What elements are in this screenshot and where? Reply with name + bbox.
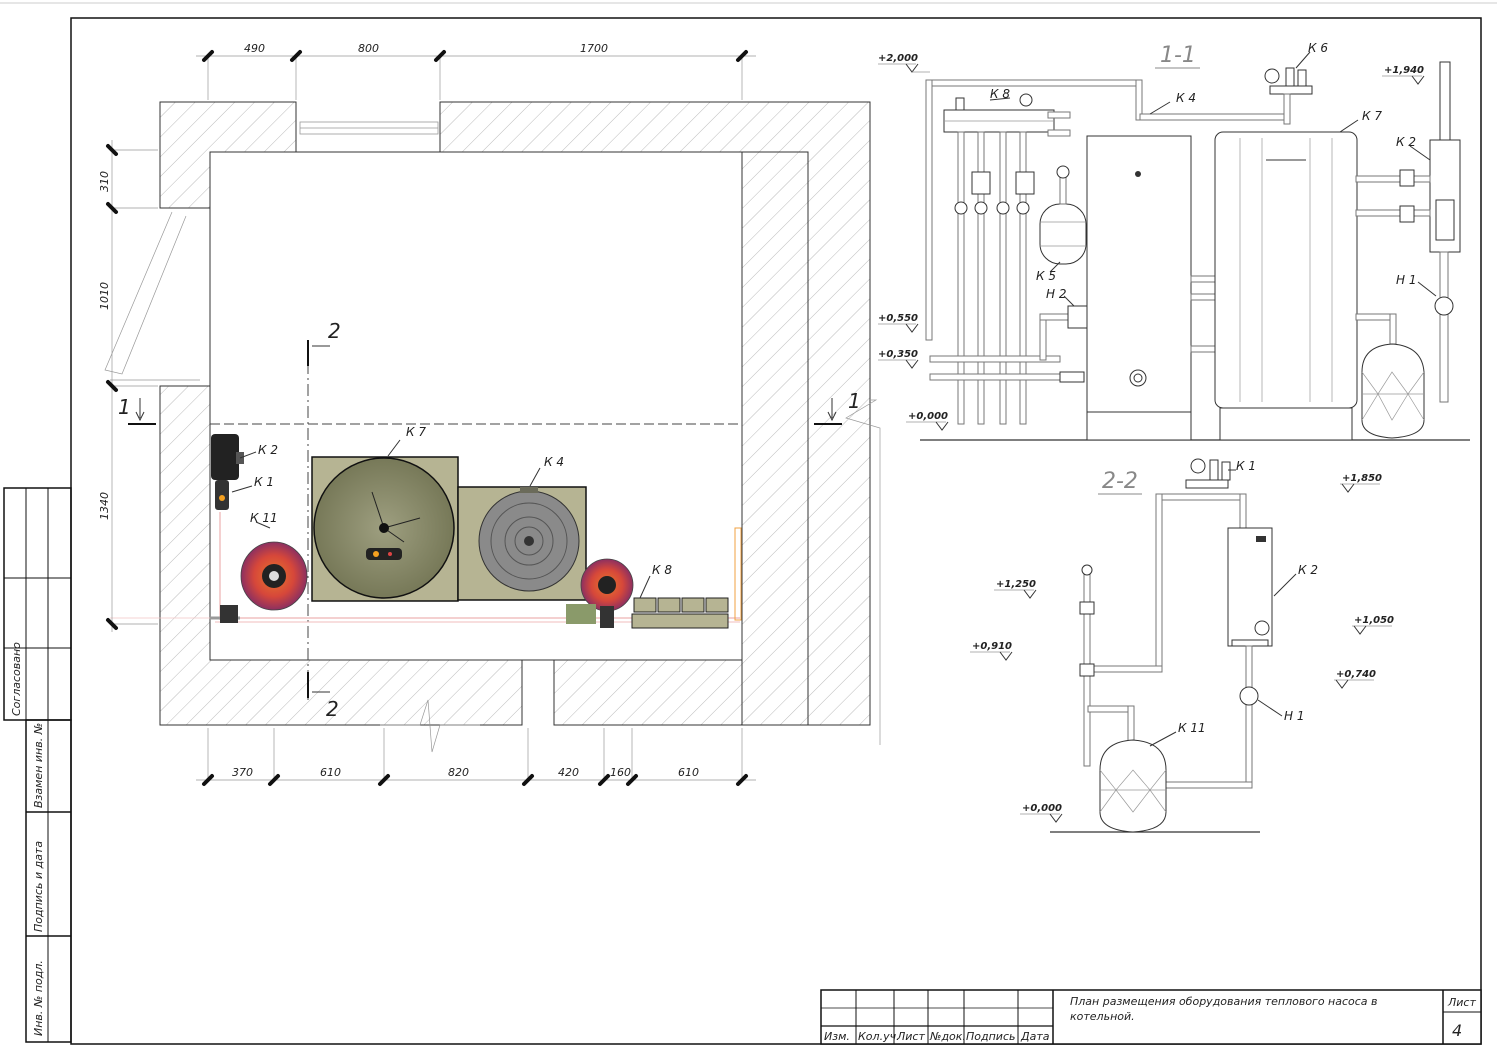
s22-label-h1: Н 1 <box>1284 709 1304 723</box>
s11-level-1940: +1,940 <box>1384 65 1424 76</box>
section-2-2: 2-2 <box>970 458 1394 833</box>
s11-k5-tank <box>1039 203 1087 265</box>
plan-label-k7: К 7 <box>406 425 426 439</box>
k8-manifold <box>631 613 729 629</box>
s22-label-k1: К 1 <box>1236 459 1256 473</box>
s22-level-1050: +1,050 <box>1354 615 1394 626</box>
s11-level-0350: +0,350 <box>878 349 918 360</box>
plan-label-k2: К 2 <box>258 443 278 457</box>
stamp-inv-podl: Инв. № подл. <box>32 960 45 1036</box>
plan-view: 1 1 2 2 <box>98 42 881 786</box>
s11-label-k6: К 6 <box>1308 41 1328 55</box>
tb-header-data: Дата <box>1020 1030 1050 1043</box>
side-stamp: Согласовано Взамен инв. № Подпись и дата… <box>3 487 72 1043</box>
section-2-2-title: 2-2 <box>1102 469 1138 494</box>
s11-label-k8: К 8 <box>990 87 1010 101</box>
section-2-label-bottom: 2 <box>326 697 339 721</box>
s22-level-1850: +1,850 <box>1342 473 1382 484</box>
s11-label-k5: К 5 <box>1036 269 1056 283</box>
tb-header-list: Лист <box>896 1030 925 1043</box>
stamp-soglasovano: Согласовано <box>10 642 23 716</box>
dim-bottom-5: 160 <box>610 766 631 779</box>
plan-label-k4: К 4 <box>544 455 564 469</box>
dim-left-1: 310 <box>98 171 111 192</box>
s22-label-k2: К 2 <box>1298 563 1318 577</box>
s11-label-h1: Н 1 <box>1396 273 1416 287</box>
s22-level-0740: +0,740 <box>1336 669 1376 680</box>
s11-label-k7: К 7 <box>1362 109 1382 123</box>
dim-bottom-1: 370 <box>232 766 253 779</box>
dim-top-1: 490 <box>244 42 265 55</box>
dim-top-3: 1700 <box>580 42 608 55</box>
s22-level-1250: +1,250 <box>996 579 1036 590</box>
tb-header-podpis: Подпись <box>966 1030 1015 1043</box>
tb-sheet-number: 4 <box>1452 1021 1462 1040</box>
wall-bottom-mid <box>553 659 743 726</box>
section-2-label-top: 2 <box>328 319 341 343</box>
dim-bottom-6: 610 <box>678 766 699 779</box>
section-1-label-right: 1 <box>848 389 861 413</box>
tb-header-koluch: Кол.уч. <box>858 1030 900 1043</box>
s11-level-2000: +2,000 <box>878 53 918 64</box>
k2-boiler <box>211 434 239 480</box>
section-1-label-left: 1 <box>118 395 131 419</box>
s22-h1-pump <box>1239 686 1259 706</box>
s11-label-k4: К 4 <box>1176 91 1196 105</box>
plan-label-k8: К 8 <box>652 563 672 577</box>
s11-k7-tank <box>1214 131 1358 409</box>
s11-level-0000: +0,000 <box>908 411 948 422</box>
tb-title-line2: котельной. <box>1070 1010 1135 1023</box>
s22-level-0910: +0,910 <box>972 641 1012 652</box>
dim-bottom-4: 420 <box>558 766 579 779</box>
dim-left-3: 1340 <box>98 492 111 520</box>
s11-k11-vessel <box>1361 343 1425 439</box>
dim-bottom-2: 610 <box>320 766 341 779</box>
s11-h1-pump <box>1434 296 1454 316</box>
tb-header-izm: Изм. <box>824 1030 850 1043</box>
plan-label-k1: К 1 <box>254 475 274 489</box>
section-1-1: 1-1 <box>878 41 1470 441</box>
dim-left-2: 1010 <box>98 282 111 310</box>
s22-level-0000: +0,000 <box>1022 803 1062 814</box>
s22-k11-vessel <box>1099 739 1167 833</box>
s11-level-0550: +0,550 <box>878 313 918 324</box>
stamp-vzamen: Взамен инв. № <box>32 723 45 808</box>
s22-label-k11: К 11 <box>1178 721 1206 735</box>
dim-top-2: 800 <box>358 42 379 55</box>
plan-label-k11: К 11 <box>250 511 278 525</box>
title-block: Изм. Кол.уч. Лист №док. Подпись Дата Пла… <box>820 989 1482 1045</box>
s11-h2-pump <box>1067 305 1089 329</box>
s11-label-h2: Н 2 <box>1046 287 1066 301</box>
tb-header-ndok: №док. <box>929 1030 966 1043</box>
wall-top-left <box>159 101 297 209</box>
wall-right-inner <box>741 151 809 726</box>
dim-bottom-3: 820 <box>448 766 469 779</box>
tb-title-line1: План размещения оборудования теплового н… <box>1070 995 1378 1008</box>
tb-sheet-label: Лист <box>1447 996 1476 1009</box>
section-1-1-title: 1-1 <box>1160 43 1196 68</box>
stamp-podpis-data: Подпись и дата <box>32 841 45 932</box>
s11-label-k2: К 2 <box>1396 135 1416 149</box>
